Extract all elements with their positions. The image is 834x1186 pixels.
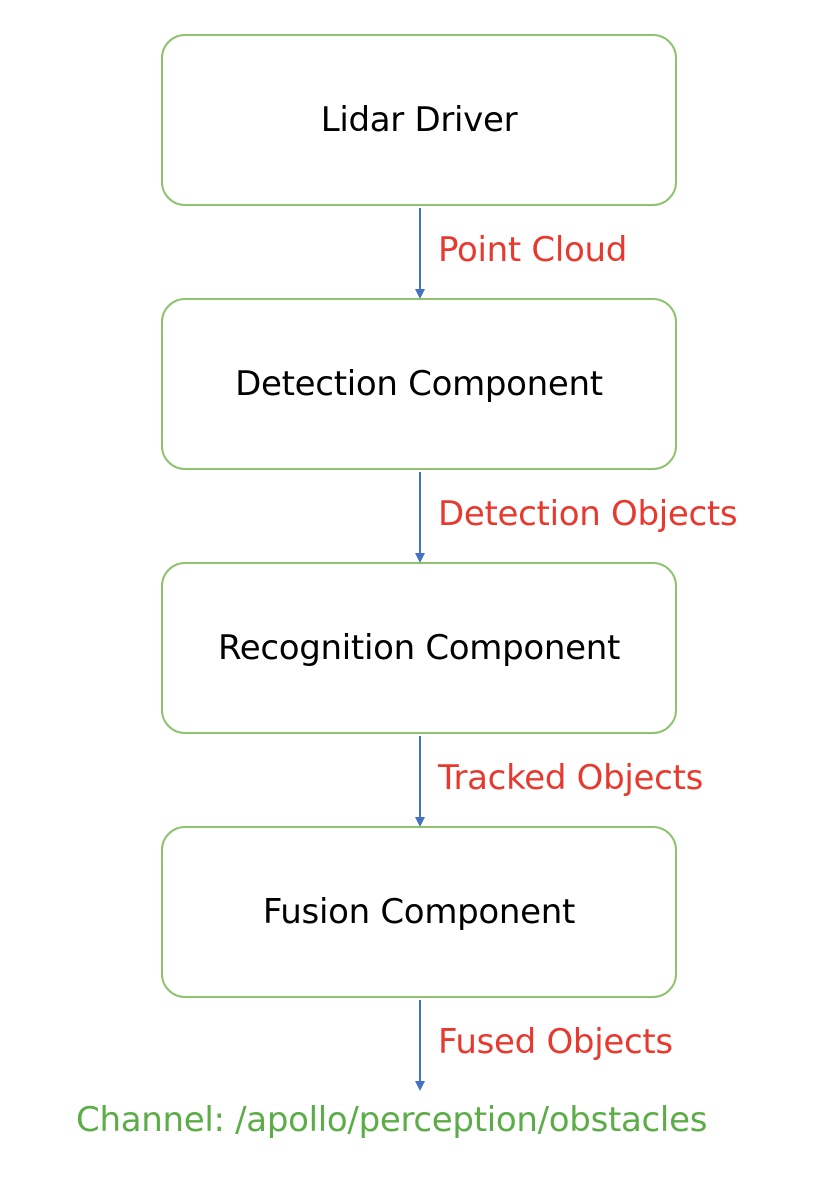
node-label: Fusion Component: [262, 892, 576, 932]
edge-label-fused-objects: Fused Objects: [438, 1022, 673, 1062]
edge-label-tracked-objects: Tracked Objects: [438, 758, 704, 798]
node-label: Detection Component: [235, 364, 603, 404]
node-label: Recognition Component: [217, 628, 621, 668]
recognition-component-node: Recognition Component: [161, 562, 677, 734]
output-channel-label: Channel: /apollo/perception/obstacles: [76, 1100, 708, 1140]
node-label: Lidar Driver: [320, 100, 518, 140]
lidar-driver-node: Lidar Driver: [161, 34, 677, 206]
detection-component-node: Detection Component: [161, 298, 677, 470]
edge-label-detection-objects: Detection Objects: [438, 494, 738, 534]
fusion-component-node: Fusion Component: [161, 826, 677, 998]
edge-label-point-cloud: Point Cloud: [438, 230, 628, 270]
